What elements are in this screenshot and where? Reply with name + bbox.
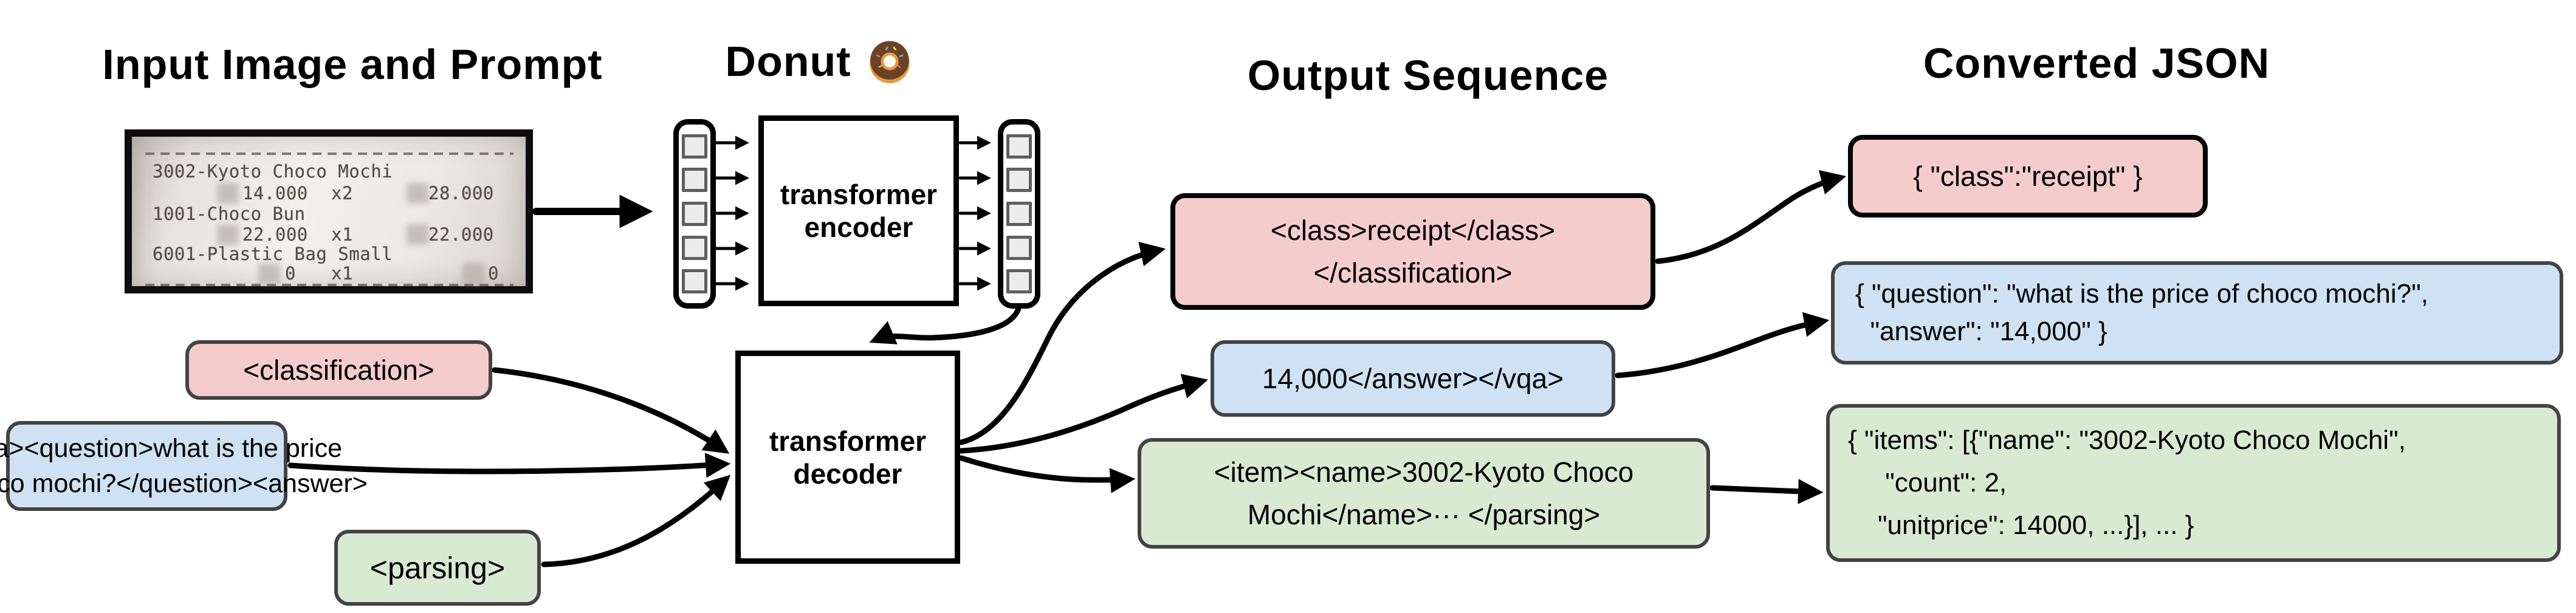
- receipt-item-row: 14.000 x2 28.000: [132, 183, 526, 204]
- output-classification-text: </classification>: [1313, 257, 1513, 289]
- input-patch-tokens: [673, 119, 716, 309]
- receipt-item-name: 3002-Kyoto Choco Mochi: [153, 161, 393, 182]
- title-converted-json: Converted JSON: [1923, 39, 2270, 87]
- token-square: [1006, 201, 1032, 226]
- receipt-qty: x2: [331, 183, 353, 204]
- json-vqa: { "question": "what is the price of choc…: [1831, 261, 2563, 365]
- prompt-classification: <classification>: [185, 340, 492, 400]
- arrow-vqa-output-to-json: [1615, 312, 1830, 378]
- json-classification-text: { "class":"receipt" }: [1913, 160, 2143, 192]
- output-parsing-text: <item><name>3002-Kyoto Choco: [1214, 456, 1634, 488]
- receipt-item-name: 6001-Plastic Bag Small: [153, 244, 393, 264]
- json-parsing-text: "count": 2,: [1848, 468, 2007, 498]
- receipt-item-row: 0 x1 0: [132, 263, 526, 284]
- token-square: [682, 235, 707, 260]
- token-square: [1006, 235, 1032, 260]
- prompt-vqa-text: <vqa><question>what is the price: [0, 434, 343, 463]
- arrow-decoder-to-parsing-output: [958, 455, 1136, 493]
- arrow-parsing-to-decoder: [541, 474, 731, 567]
- redaction-blur: [407, 183, 428, 204]
- output-parsing-text: Mochi</name>··· </parsing>: [1247, 499, 1601, 530]
- prompt-vqa: <vqa><question>what is the price of choc…: [0, 421, 368, 511]
- output-vqa: 14,000</answer></vqa>: [1211, 340, 1615, 417]
- encoder-label: transformer: [780, 179, 938, 210]
- token-square: [682, 168, 707, 193]
- receipt-item-name: 1001-Choco Bun: [153, 204, 306, 224]
- token-square: [682, 269, 707, 294]
- receipt-unit-price: 14.000: [242, 183, 308, 204]
- arrow-parsing-output-to-json: [1709, 479, 1824, 504]
- token-square: [1006, 168, 1032, 193]
- arrow-tokens-to-decoder: [869, 306, 1022, 344]
- title-donut: Donut: [668, 35, 972, 87]
- json-vqa-text: { "question": "what is the price of choc…: [1855, 279, 2428, 309]
- json-parsing: { "items": [{"name": "3002-Kyoto Choco M…: [1826, 404, 2561, 562]
- token-square: [1006, 269, 1032, 294]
- encoded-feature-tokens: [998, 119, 1040, 309]
- output-classification: <class>receipt</class> </classification>: [1170, 193, 1655, 310]
- arrow-classification-to-decoder: [492, 367, 730, 454]
- redaction-blur: [462, 263, 484, 284]
- json-vqa-text: "answer": "14,000" }: [1855, 317, 2107, 346]
- json-classification: { "class":"receipt" }: [1848, 135, 2208, 217]
- output-classification-text: <class>receipt</class>: [1271, 214, 1555, 246]
- redaction-blur: [407, 224, 428, 245]
- decoder-label: transformer: [769, 425, 927, 457]
- json-parsing-text: { "items": [{"name": "3002-Kyoto Choco M…: [1848, 425, 2406, 455]
- token-square: [1006, 134, 1032, 159]
- receipt-unit-price: 0: [285, 263, 296, 284]
- receipt-unit-price: 22.000: [242, 224, 308, 245]
- receipt-item-row: 22.000 x1 22.000: [132, 224, 526, 245]
- arrow-decoder-to-class-output: [958, 241, 1166, 445]
- redaction-blur: [258, 263, 280, 284]
- receipt-total: 22.000: [428, 224, 494, 245]
- arrow-class-output-to-json: [1655, 170, 1847, 264]
- output-parsing: <item><name>3002-Kyoto Choco Mochi</name…: [1138, 438, 1710, 549]
- token-square: [682, 134, 707, 159]
- output-vqa-text: 14,000</answer></vqa>: [1262, 363, 1564, 394]
- receipt-qty: x1: [331, 263, 353, 284]
- receipt-qty: x1: [331, 224, 353, 245]
- receipt-divider-top: [145, 152, 513, 155]
- receipt-total: 28.000: [428, 183, 494, 204]
- redaction-blur: [217, 183, 239, 204]
- title-donut-label: Donut: [725, 38, 851, 85]
- receipt-image: 3002-Kyoto Choco Mochi 14.000 x2 28.000 …: [125, 129, 533, 293]
- prompt-parsing: <parsing>: [334, 530, 541, 606]
- title-output-sequence: Output Sequence: [1247, 52, 1609, 99]
- json-parsing-text: "unitprice": 14000, ...}], ... }: [1848, 510, 2194, 540]
- prompt-parsing-text: <parsing>: [369, 550, 506, 585]
- transformer-encoder-block: transformer encoder: [758, 115, 959, 306]
- transformer-decoder-block: transformer decoder: [735, 351, 960, 564]
- decoder-label: decoder: [793, 457, 902, 490]
- token-square: [682, 201, 707, 226]
- receipt-total: 0: [488, 263, 499, 284]
- encoder-label: encoder: [804, 211, 913, 243]
- title-input-image-and-prompt: Input Image and Prompt: [102, 41, 603, 88]
- receipt-divider-bottom: [145, 284, 513, 286]
- prompt-classification-text: <classification>: [243, 354, 434, 386]
- donut-icon: [869, 41, 910, 84]
- redaction-blur: [217, 224, 239, 245]
- prompt-vqa-text: of choco mochi?</question><answer>: [0, 469, 368, 498]
